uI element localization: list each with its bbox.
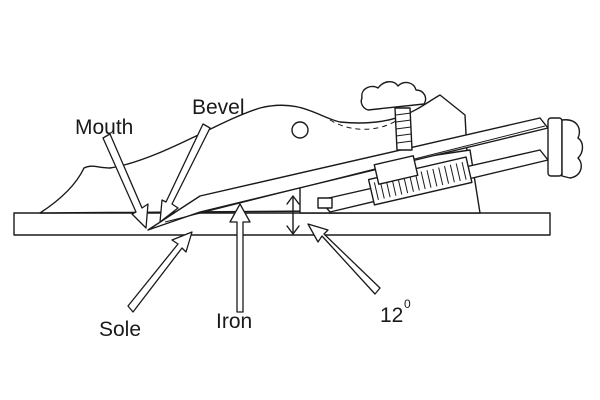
label-angle: 12 bbox=[380, 304, 403, 327]
lever-block bbox=[373, 155, 419, 185]
blade-clip bbox=[317, 197, 333, 209]
adjust-screw bbox=[394, 107, 413, 151]
angle-indicator bbox=[286, 195, 300, 235]
rear-knob bbox=[547, 117, 584, 179]
angle-arrow bbox=[307, 223, 381, 295]
iron-edge-line bbox=[164, 125, 546, 223]
label-sole: Sole bbox=[99, 318, 141, 341]
label-bevel: Bevel bbox=[192, 96, 245, 119]
dashed-curve bbox=[329, 117, 401, 130]
mouth-arrow bbox=[102, 133, 149, 229]
iron-arrow bbox=[229, 203, 251, 313]
bevel-arrow bbox=[159, 123, 211, 223]
label-angle-unit: 0 bbox=[404, 297, 411, 311]
sole-plate bbox=[13, 212, 551, 236]
sole-arrow bbox=[127, 231, 193, 313]
knob-pin bbox=[291, 121, 309, 139]
rack-teeth bbox=[373, 161, 467, 200]
label-mouth: Mouth bbox=[75, 116, 133, 139]
adjuster-rack bbox=[367, 156, 473, 206]
thumb-nut bbox=[360, 81, 427, 111]
label-iron: Iron bbox=[216, 310, 252, 333]
